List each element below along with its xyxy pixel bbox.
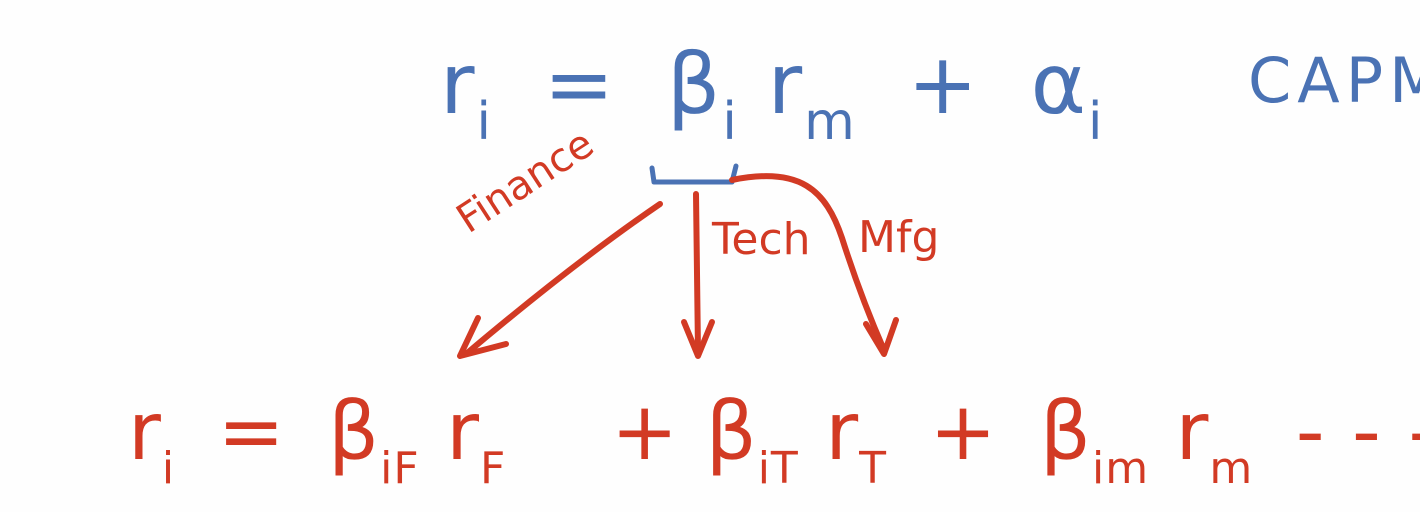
beta-subscript: i [722, 92, 739, 152]
alpha-symbol: α [1030, 35, 1088, 133]
return-symbol: r [440, 35, 477, 133]
tech-beta-symbol: β [705, 385, 758, 478]
return-subscript: i [161, 443, 176, 494]
market-return-symbol: r [767, 35, 805, 133]
finance-beta-subscript: iF [380, 443, 420, 494]
multi-factor-formula: ri = βiF rF + βiT rT + βim rm - - - + αi [128, 392, 1420, 491]
mfg-label: Mfg [858, 212, 940, 263]
mfg-beta-subscript: im [1091, 443, 1150, 494]
tech-return-symbol: r [825, 385, 860, 478]
ellipsis: - - - [1295, 385, 1420, 478]
mfg-arrow [729, 173, 887, 353]
alpha-subscript: i [1087, 92, 1105, 152]
capm-label: CAPM [1248, 44, 1420, 117]
finance-beta-symbol: β [328, 385, 381, 478]
mfg-beta-symbol: β [1039, 385, 1092, 478]
plus-sign: + [611, 385, 680, 478]
return-subscript: i [476, 92, 493, 152]
finance-arrowhead [457, 315, 509, 359]
tech-beta-subscript: iT [757, 443, 799, 494]
mfg-return-symbol: r [1175, 385, 1210, 478]
finance-arrow [463, 201, 663, 357]
return-symbol: r [128, 385, 162, 478]
beta-bracket [649, 163, 739, 185]
capm-formula: ri = βi rm + αi [440, 42, 1104, 148]
beta-symbol: β [666, 35, 723, 133]
market-return-subscript: m [804, 92, 857, 152]
tech-label: Tech [712, 214, 811, 265]
tech-arrowhead [681, 319, 715, 359]
equals-sign: = [543, 35, 617, 133]
plus-sign: + [907, 35, 980, 133]
equals-sign: = [217, 385, 286, 478]
mfg-return-subscript: m [1209, 443, 1254, 494]
tech-return-subscript: T [859, 443, 888, 494]
tech-arrow [693, 191, 701, 355]
plus-sign: + [929, 385, 998, 478]
finance-return-symbol: r [446, 385, 480, 478]
finance-return-subscript: F [479, 443, 507, 494]
mfg-arrowhead [863, 317, 899, 357]
